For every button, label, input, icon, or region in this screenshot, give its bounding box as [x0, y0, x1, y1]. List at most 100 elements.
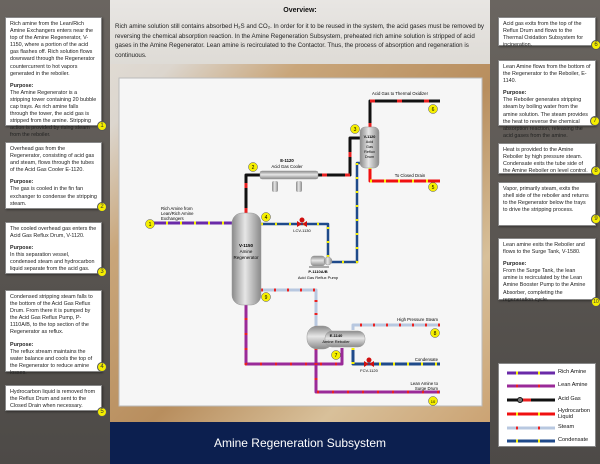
- diagram-badge-3[interactable]: 3: [350, 124, 360, 134]
- pump-label: Acid Gas Reflux Pump: [298, 275, 339, 280]
- pipe-steam-return: [261, 288, 318, 328]
- acid-gas-reflux-pump[interactable]: [309, 255, 333, 268]
- step-badge-1[interactable]: 1: [97, 121, 107, 131]
- reboiler-tag: E-1140: [330, 333, 343, 338]
- rich-inlet-label: Lean/Rich Amine: [161, 211, 194, 216]
- pipe-legend: Rich Amine Lean Amine Acid Gas Hydrocarb…: [498, 363, 596, 447]
- overview-title: Overview:: [283, 7, 317, 14]
- step-badge-5[interactable]: 5: [97, 407, 107, 417]
- cooler-tag: E-1120: [280, 158, 294, 163]
- purpose-label: Purpose:: [10, 179, 34, 186]
- badge-number: 10: [431, 399, 436, 404]
- drum-tag: V-1120: [364, 135, 376, 139]
- regen-tag: V-1150: [239, 243, 254, 248]
- drum-label: Acid: [366, 140, 373, 144]
- steam-line-icon: [507, 426, 555, 430]
- note-8: Heat is provided to the Amine Reboiler b…: [498, 143, 596, 174]
- diagram-badge-4[interactable]: 4: [261, 212, 271, 222]
- step-badge-3[interactable]: 3: [97, 267, 107, 277]
- badge-number: 2: [252, 165, 255, 171]
- legend-condensate: Condensate: [499, 435, 597, 447]
- diagram-badge-6[interactable]: 6: [428, 104, 438, 114]
- note-purpose: The gas is cooled in the fin fan exchang…: [10, 186, 97, 207]
- step-badge-8[interactable]: 8: [591, 166, 600, 176]
- page-title: Amine Regeneration Subsystem: [110, 422, 490, 464]
- pipe-condensate: [351, 348, 440, 366]
- pipe-reflux: [261, 161, 360, 264]
- note-10: Lean amine exits the Reboiler and flows …: [498, 238, 596, 303]
- lcv-label: LCV-1130: [293, 228, 311, 233]
- step-badge-7[interactable]: 7: [590, 116, 600, 126]
- note-purpose: The reflux stream maintains the water ba…: [10, 348, 93, 376]
- step-badge-6[interactable]: 6: [591, 40, 600, 50]
- note-purpose: The Reboiler generates stripping steam b…: [503, 97, 588, 139]
- purpose-label: Purpose:: [10, 82, 34, 89]
- note-purpose: The Amine Regenerator is a stripping tow…: [10, 89, 97, 139]
- regen-label: Regenerator: [233, 255, 259, 260]
- lean-outlet-label: Lean Amine to: [411, 381, 439, 386]
- note-text: Hydrocarbon liquid is removed from the R…: [10, 389, 96, 410]
- step-badge-9[interactable]: 9: [591, 214, 600, 224]
- acid-gas-cooler[interactable]: [259, 170, 319, 192]
- step-badge-10[interactable]: 10: [591, 297, 600, 307]
- diagram-badge-10[interactable]: 10: [428, 396, 438, 406]
- pipe-hydrocarbon-drain: [368, 167, 440, 183]
- step-badge-4[interactable]: 4: [97, 362, 107, 372]
- oxidizer-outlet-label: Acid Gas to Thermal Oxidizer: [372, 91, 429, 96]
- note-2: Overhead gas from the Regenerator, consi…: [5, 142, 102, 209]
- step-badge-2[interactable]: 2: [97, 202, 107, 212]
- fcv-1120-valve[interactable]: [364, 357, 374, 368]
- note-7: Lean Amine flows from the bottom of the …: [498, 60, 596, 139]
- lean-outlet-label: Surge Drum: [415, 386, 439, 391]
- regen-label: Amine: [240, 249, 253, 254]
- legend-label: Rich Amine: [558, 369, 587, 375]
- legend-lean-amine: Lean Amine: [499, 380, 597, 392]
- legend-rich-amine: Rich Amine: [499, 367, 597, 379]
- overview-section: [110, 0, 490, 64]
- note-text: Lean Amine flows from the bottom of the …: [503, 64, 591, 85]
- amine-reboiler[interactable]: [306, 325, 366, 350]
- hydrocarbon-line-icon: [507, 412, 555, 416]
- acid-gas-reflux-drum[interactable]: [359, 126, 380, 169]
- legend-label: Condensate: [558, 437, 589, 443]
- diagram-badge-2[interactable]: 2: [248, 162, 258, 172]
- note-text: The cooled overhead gas enters the Acid …: [10, 226, 97, 240]
- note-6: Acid gas exits from the top of the Reflu…: [498, 17, 596, 49]
- diagram-canvas: [118, 77, 483, 407]
- note-text: Acid gas exits from the top of the Reflu…: [503, 21, 583, 49]
- diagram-badge-7[interactable]: 7: [331, 350, 341, 360]
- pipe-acid-gas-overhead: [244, 99, 440, 213]
- pump-tag: P-1110A/B: [308, 269, 327, 274]
- diagram-badge-5[interactable]: 5: [428, 182, 438, 192]
- legend-label: Steam: [558, 424, 575, 430]
- lcv-1130-valve[interactable]: [297, 217, 307, 228]
- left-notes-panel: Rich amine from the Lean/Rich Amine Exch…: [0, 0, 110, 464]
- legend-label: Lean Amine: [558, 382, 588, 388]
- note-text: Lean amine exits the Reboiler and flows …: [503, 242, 585, 256]
- note-text: Overhead gas from the Regenerator, consi…: [10, 146, 95, 174]
- drum-label: Gas: [366, 145, 373, 149]
- legend-label: Hydrocarbon Liquid: [558, 408, 591, 420]
- note-text: Heat is provided to the Amine Reboiler b…: [503, 147, 588, 175]
- purpose-label: Purpose:: [503, 90, 527, 97]
- purpose-label: Purpose:: [10, 245, 34, 252]
- diagram-badge-8[interactable]: 8: [430, 328, 440, 338]
- purpose-label: Purpose:: [10, 341, 34, 348]
- note-text: Condensed stripping steam falls to the b…: [10, 294, 93, 336]
- hp-steam-label: High Pressure Steam: [397, 317, 438, 322]
- note-9: Vapor, primarily steam, exits the shell …: [498, 182, 596, 226]
- badge-number: 7: [335, 353, 338, 359]
- legend-acid-gas: Acid Gas: [499, 394, 597, 406]
- badge-number: 4: [265, 215, 268, 221]
- fcv-label: FCV-1120: [360, 368, 378, 373]
- badge-number: 9: [265, 295, 268, 301]
- badge-number: 3: [354, 127, 357, 133]
- amine-regenerator-vessel[interactable]: [231, 212, 262, 306]
- diagram-badge-9[interactable]: 9: [261, 292, 271, 302]
- drum-label: Reflux: [364, 150, 375, 154]
- rich-inlet-label: Rich Amine from: [161, 206, 193, 211]
- note-5: Hydrocarbon liquid is removed from the R…: [5, 385, 102, 411]
- condensate-label: Condensate: [415, 357, 439, 362]
- diagram-badge-1[interactable]: 1: [145, 219, 155, 229]
